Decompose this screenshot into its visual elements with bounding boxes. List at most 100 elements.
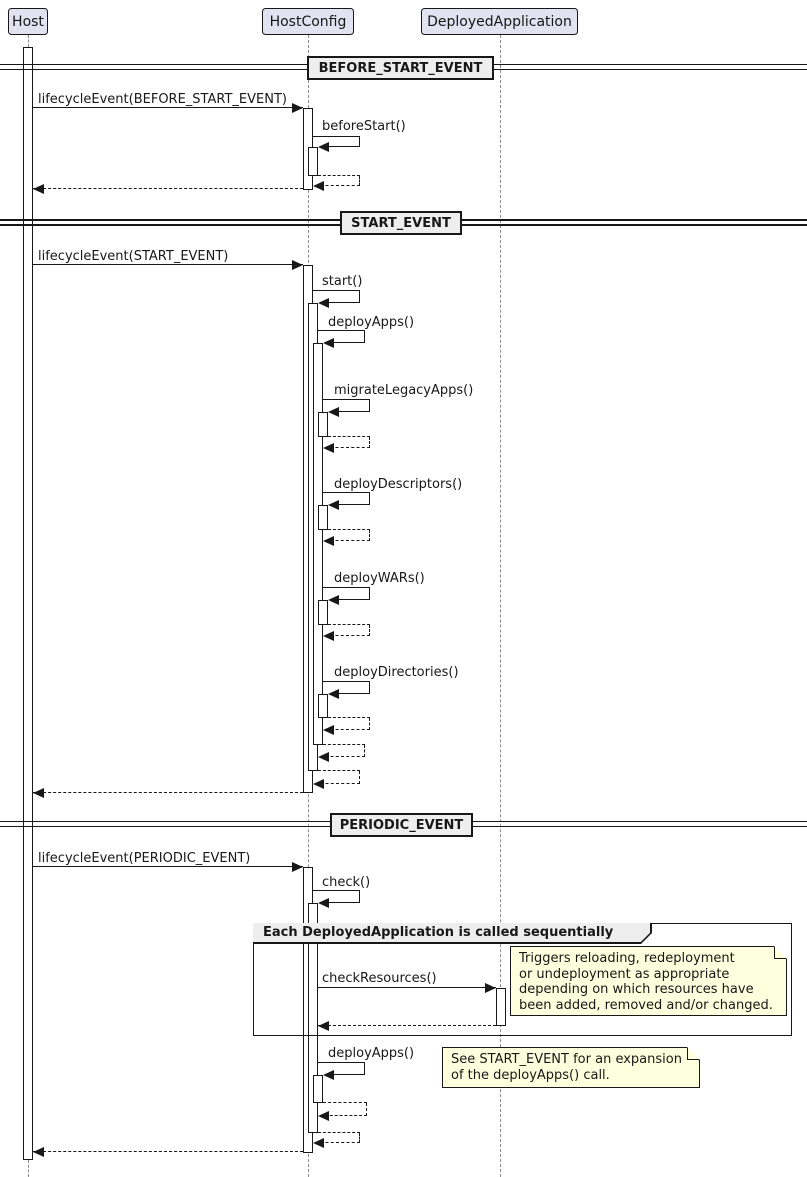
call-message-arrowhead (328, 594, 339, 605)
return-message-line (318, 1132, 360, 1133)
call-message-arrowhead (318, 897, 329, 908)
message-label: lifecycleEvent(PERIODIC_EVENT) (38, 851, 251, 866)
message-label: check() (322, 875, 371, 890)
call-message-line (323, 399, 370, 400)
call-message-line (325, 1074, 365, 1075)
message-label: lifecycleEvent(START_EVENT) (38, 249, 229, 264)
activation-bar-hostconfig (318, 600, 328, 625)
divider-label: PERIODIC_EVENT (330, 813, 473, 837)
return-message-arrowhead (313, 1137, 324, 1148)
return-message-line (328, 717, 370, 718)
return-message-line (328, 624, 370, 625)
call-message-line (33, 264, 303, 265)
return-message-line (328, 436, 370, 437)
return-message-line (364, 745, 365, 757)
lifeline-deployedapplication (499, 35, 501, 1177)
call-message-line (320, 302, 360, 303)
call-message-line (313, 290, 360, 291)
return-message-line (33, 792, 303, 793)
message-label: deployApps() (328, 1046, 415, 1061)
call-message-arrowhead (292, 861, 303, 872)
return-message-line (325, 447, 370, 448)
activation-bar-hostconfig (308, 903, 318, 1133)
return-message-arrowhead (33, 1146, 44, 1157)
return-message-line (318, 175, 360, 176)
return-message-line (369, 718, 370, 730)
note-line: depending on which resources have (519, 982, 754, 998)
activation-bar-hostconfig (313, 343, 323, 745)
call-message-line (318, 987, 496, 988)
call-message-line (320, 902, 360, 903)
call-message-line (323, 587, 370, 588)
note-line: of the deployApps() call. (451, 1067, 610, 1083)
call-message-line (313, 136, 360, 137)
return-message-line (320, 756, 365, 757)
call-message-line (364, 331, 365, 343)
message-label: deployApps() (328, 315, 415, 330)
return-message-line (325, 540, 370, 541)
call-message-line (318, 330, 365, 331)
call-message-line (369, 493, 370, 505)
note-fold-corner-icon (687, 1047, 700, 1060)
call-message-arrowhead (323, 337, 334, 348)
return-message-line (325, 635, 370, 636)
divider-label: START_EVENT (340, 211, 462, 235)
lifeline-host (27, 35, 29, 47)
divider-label: BEFORE_START_EVENT (307, 56, 494, 80)
return-message-arrowhead (318, 751, 329, 762)
message-label: lifecycleEvent(BEFORE_START_EVENT) (38, 92, 287, 107)
note-line: or undeployment as appropriate (519, 966, 730, 982)
return-message-arrowhead (33, 183, 44, 194)
return-message-line (33, 188, 303, 189)
call-message-line (330, 411, 370, 412)
return-message-arrowhead (323, 535, 334, 546)
call-message-line (359, 891, 360, 903)
call-message-line (330, 599, 370, 600)
call-message-line (330, 693, 370, 694)
message-label: beforeStart() (322, 119, 406, 134)
return-message-line (369, 530, 370, 541)
return-message-arrowhead (318, 1110, 329, 1121)
lifeline-host (27, 1160, 29, 1177)
activation-bar-hostconfig (318, 694, 328, 718)
participant-deployedapplication: DeployedApplication (421, 8, 578, 35)
return-message-line (359, 771, 360, 784)
call-message-line (369, 682, 370, 694)
call-message-line (313, 890, 360, 891)
message-label: deployDirectories() (334, 665, 459, 680)
call-message-arrowhead (485, 982, 496, 993)
activation-bar-hostconfig (318, 505, 328, 530)
return-message-line (315, 1142, 360, 1143)
return-message-line (325, 729, 370, 730)
note-line: been added, removed and/or changed. (519, 997, 773, 1013)
message-label: start() (322, 274, 363, 289)
note-line: See START_EVENT for an expansion (451, 1052, 682, 1067)
call-message-arrowhead (328, 499, 339, 510)
message-label: deployWARs() (334, 571, 425, 586)
activation-bar-hostconfig (308, 147, 318, 176)
return-message-line (315, 783, 360, 784)
activation-bar-host (23, 47, 33, 1160)
return-message-arrowhead (313, 778, 324, 789)
call-message-arrowhead (323, 1069, 334, 1080)
call-message-line (330, 504, 370, 505)
return-message-line (359, 176, 360, 186)
call-message-line (318, 1062, 365, 1063)
return-message-line (366, 1103, 367, 1116)
return-message-line (369, 625, 370, 636)
message-label: deployDescriptors() (334, 477, 463, 492)
message-label: checkResources() (322, 971, 437, 986)
return-message-arrowhead (33, 787, 44, 798)
call-message-line (325, 342, 365, 343)
activation-bar-hostconfig (313, 1075, 323, 1103)
call-message-arrowhead (292, 102, 303, 113)
return-message-arrowhead (323, 630, 334, 641)
return-message-line (359, 1133, 360, 1143)
note-line: Triggers reloading, redeployment (519, 951, 735, 966)
participant-hostconfig: HostConfig (262, 8, 354, 35)
return-message-line (318, 770, 360, 771)
